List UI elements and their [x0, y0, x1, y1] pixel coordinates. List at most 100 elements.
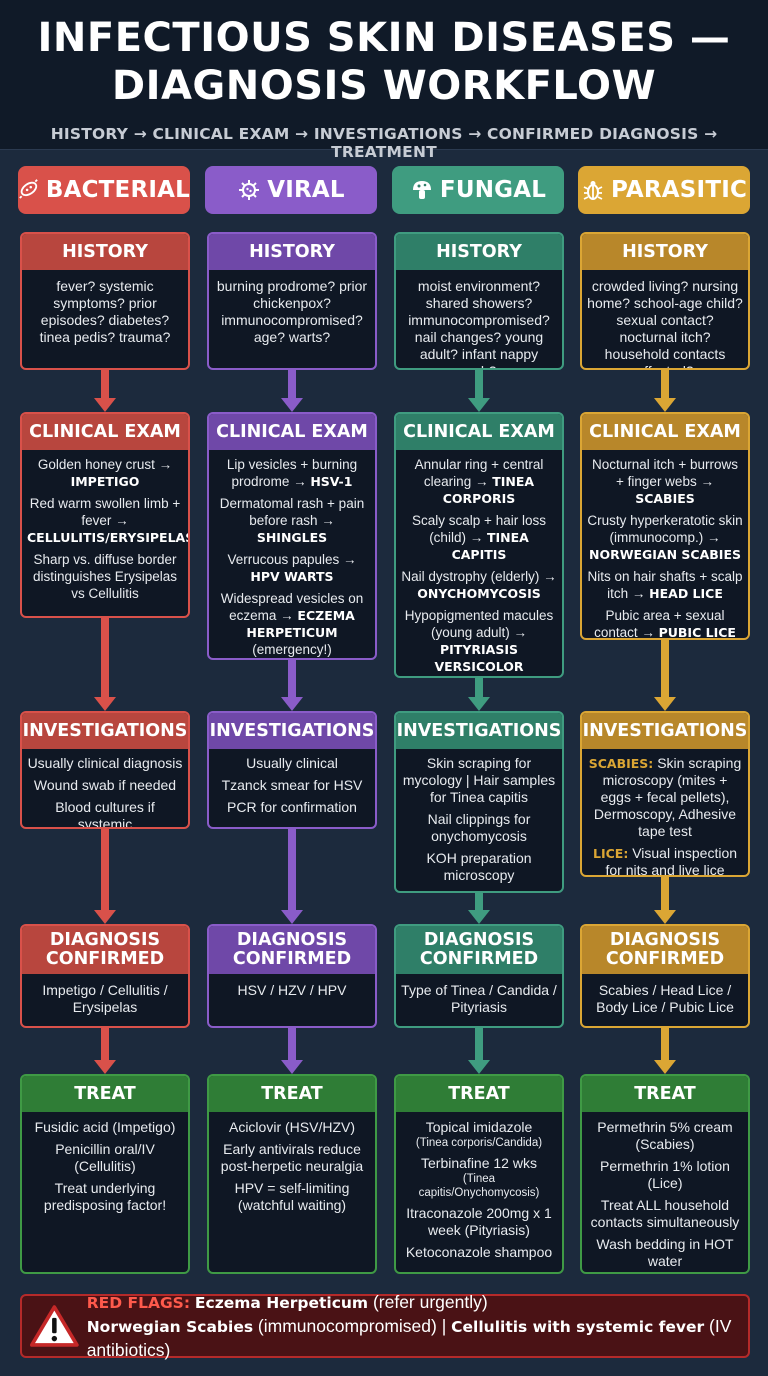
red-flag-item-3-note: (IV antibiotics)	[86, 1315, 732, 1360]
diagnosis-body: Type of Tinea / Candida / Pityriasis	[396, 974, 562, 1020]
parasitic-investigations-box: INVESTIGATIONS SCABIES: Skin scraping mic…	[580, 711, 750, 877]
exam-diagnosis: TINEA CORPORIS	[442, 474, 535, 506]
investigation-item: Blood cultures if systemic	[27, 799, 183, 827]
bug-icon	[581, 178, 605, 202]
viral-arrow-exam-investigations-head	[281, 697, 303, 711]
history-label: HISTORY	[62, 241, 148, 262]
diagnosis-text: Impetigo / Cellulitis / Erysipelas	[42, 982, 168, 1015]
bacterial-category-header: BACTERIAL	[18, 166, 190, 214]
exam-finding-text: Nocturnal itch + burrows + finger webs →	[592, 457, 738, 489]
investigation-item: Usually clinical diagnosis	[27, 755, 183, 772]
investigations-heading: INVESTIGATIONS	[22, 713, 188, 749]
history-text: moist environment? shared showers? immun…	[408, 278, 550, 368]
red-flag-item-3: Cellulitis with systemic fever	[451, 1317, 705, 1336]
exam-heading: CLINICAL EXAM	[396, 414, 562, 450]
fungal-arrow-history-exam-head	[468, 398, 490, 412]
investigation-text: PCR for confirmation	[227, 799, 357, 815]
history-label: HISTORY	[249, 241, 335, 262]
bacterial-arrow-investigations-diagnosis	[94, 829, 116, 924]
treat-heading: TREAT	[396, 1076, 562, 1112]
investigations-label: INVESTIGATIONS	[209, 720, 375, 741]
exam-finding: Lip vesicles + burning prodrome → HSV-1	[214, 456, 370, 490]
exam-diagnosis: PUBIC LICE	[658, 625, 736, 640]
exam-heading: CLINICAL EXAM	[209, 414, 375, 450]
investigations-label: INVESTIGATIONS	[396, 720, 562, 741]
history-label: HISTORY	[622, 241, 708, 262]
exam-finding: Nocturnal itch + burrows + finger webs →…	[587, 456, 743, 507]
exam-finding: Verrucous papules → HPV WARTS	[214, 551, 370, 585]
fungal-arrow-diagnosis-treat-head	[468, 1060, 490, 1074]
treat-body: Topical imidazole(Tinea corporis/Candida…	[396, 1112, 562, 1270]
investigations-body: SCABIES: Skin scraping microscopy (mites…	[582, 749, 748, 875]
parasitic-arrow-diagnosis-treat	[654, 1028, 676, 1074]
treatment-text: Early antivirals reduce post-herpetic ne…	[220, 1141, 364, 1174]
investigation-item: Usually clinical	[214, 755, 370, 772]
viral-arrow-investigations-diagnosis	[281, 829, 303, 924]
treatment-note: (Tinea corporis/Candida)	[415, 1137, 543, 1149]
investigation-text: Skin scraping for mycology | Hair sample…	[402, 755, 556, 805]
treatment-item: Terbinafine 12 wks(Tinea capitis/Onychom…	[401, 1155, 557, 1200]
parasitic-category-header: PARASITIC	[578, 166, 750, 214]
investigation-item: Tzanck smear for HSV	[214, 777, 370, 794]
treatment-item: HPV = self-limiting (watchful waiting)	[214, 1180, 370, 1214]
exam-diagnosis: PITYRIASIS VERSICOLOR	[434, 642, 524, 674]
treatment-item: Early antivirals reduce post-herpetic ne…	[214, 1141, 370, 1175]
bacterial-arrow-exam-investigations	[94, 618, 116, 711]
red-flags-label: RED FLAGS:	[86, 1293, 191, 1312]
viral-arrow-history-exam-shaft	[288, 370, 296, 400]
exam-diagnosis: NORWEGIAN SCABIES	[588, 547, 741, 562]
parasitic-arrow-history-exam-shaft	[661, 370, 669, 400]
exam-label: CLINICAL EXAM	[29, 421, 181, 442]
exam-finding-text: Nits on hair shafts + scalp itch →	[587, 569, 743, 601]
investigation-item: SCABIES: Skin scraping microscopy (mites…	[587, 755, 743, 840]
investigation-tag: SCABIES:	[588, 756, 654, 771]
bacterial-investigations-box: INVESTIGATIONS Usually clinical diagnosis…	[20, 711, 190, 829]
exam-diagnosis: HSV-1	[310, 474, 353, 489]
treat-body: Permethrin 5% cream (Scabies)Permethrin …	[582, 1112, 748, 1272]
diagnosis-label-line-2: CONFIRMED	[45, 949, 165, 969]
exam-finding: Hypopigmented macules (young adult) → PI…	[401, 607, 557, 675]
bacterial-history-box: HISTORY fever? systemic symptoms? prior e…	[20, 232, 190, 370]
red-flag-item-1: Eczema Herpeticum	[194, 1293, 369, 1312]
exam-diagnosis: SCABIES	[635, 491, 695, 506]
treat-heading: TREAT	[22, 1076, 188, 1112]
investigation-item: Skin scraping for mycology | Hair sample…	[401, 755, 557, 806]
fungal-arrow-diagnosis-treat	[468, 1028, 490, 1074]
investigation-item: Wound swab if needed	[27, 777, 183, 794]
treatment-text: Ketoconazole shampoo	[405, 1244, 553, 1260]
treatment-text: Permethrin 1% lotion (Lice)	[600, 1158, 730, 1191]
diagnosis-label-line-2: CONFIRMED	[419, 949, 539, 969]
diagnosis-body: Impetigo / Cellulitis / Erysipelas	[22, 974, 188, 1020]
treatment-item: Topical imidazole(Tinea corporis/Candida…	[401, 1119, 557, 1150]
parasitic-arrow-exam-investigations-shaft	[661, 640, 669, 699]
exam-finding-text: Nail dystrophy (elderly) →	[401, 569, 557, 584]
parasitic-arrow-exam-investigations	[654, 640, 676, 711]
parasitic-arrow-exam-investigations-head	[654, 697, 676, 711]
treatment-item: Treat ALL household contacts simultaneou…	[587, 1197, 743, 1231]
diagnosis-label-line-1: DIAGNOSIS	[423, 930, 535, 950]
treatment-text: HPV = self-limiting (watchful waiting)	[234, 1180, 350, 1213]
investigations-heading: INVESTIGATIONS	[582, 713, 748, 749]
investigation-item: PCR for confirmation	[214, 799, 370, 816]
investigations-label: INVESTIGATIONS	[22, 720, 188, 741]
viral-arrow-diagnosis-treat-shaft	[288, 1028, 296, 1062]
treat-label: TREAT	[261, 1083, 323, 1104]
investigation-item: KOH preparation microscopy	[401, 850, 557, 884]
exam-finding-text: Red warm swollen limb + fever →	[29, 496, 181, 528]
fungal-arrow-investigations-diagnosis-shaft	[475, 893, 483, 912]
history-text: fever? systemic symptoms? prior episodes…	[39, 278, 171, 345]
viral-arrow-history-exam-head	[281, 398, 303, 412]
bacterial-arrow-history-exam-shaft	[101, 370, 109, 400]
fungal-treat-box: TREAT Topical imidazole(Tinea corporis/Ca…	[394, 1074, 564, 1274]
title-line-1: INFECTIOUS SKIN DISEASES —	[37, 15, 731, 61]
